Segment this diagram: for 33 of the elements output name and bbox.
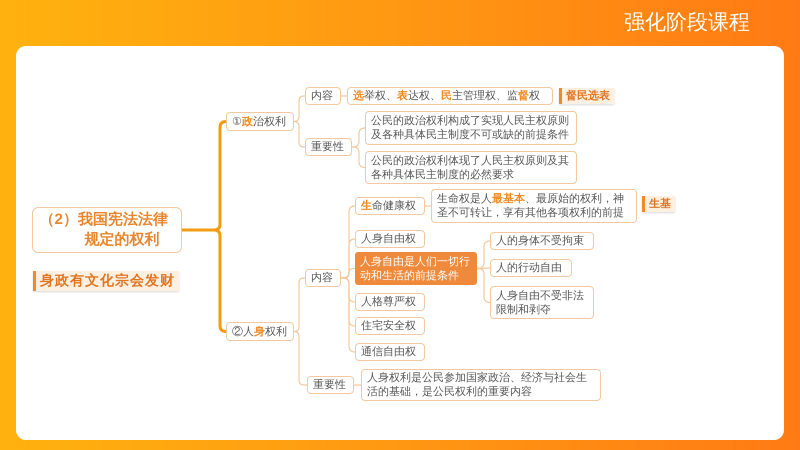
highlight-box: 人身自由是人们一切行动和生活的前提条件: [355, 252, 477, 285]
concept-box: 内容: [305, 269, 341, 287]
concept-box: 选举权、表达权、民主管理权、监督权: [347, 87, 553, 105]
concept-box: 内容: [305, 87, 341, 105]
branch-box: ②人身权利: [226, 322, 294, 341]
concept-box: 公民的政治权利体现了人民主权原则及其各种具体民主制度的必然要求: [365, 151, 577, 184]
connector-line: [351, 146, 366, 168]
concept-box: 人身自由权: [355, 230, 425, 248]
concept-box: 人身自由不受非法限制和剥夺: [490, 286, 594, 319]
connector-line: [293, 95, 306, 122]
concept-box: 人的身体不受拘束: [490, 232, 594, 250]
concept-box: 人的行动自由: [490, 259, 572, 277]
concept-box: 人格尊严权: [355, 293, 425, 311]
concept-box: 重要性: [305, 138, 352, 156]
connector-line: [293, 330, 308, 386]
main-branch-line: [180, 228, 228, 333]
topic-box: （2）我国宪法法律规定的权利: [32, 207, 182, 253]
concept-box: 生命权是人最基本、最原始的权利，神圣不可转让，享有其他各项权利的前提: [431, 189, 637, 223]
connector-line: [293, 120, 306, 148]
mnemonic-tag: 身政有文化宗会发财: [33, 271, 179, 291]
concept-box: 公民的政治权利构成了实现人民主权原则及各种具体民主制度不可或缺的前提条件: [365, 111, 577, 145]
header-title: 强化阶段课程: [624, 10, 750, 36]
mnemonic-tag: 督民选表: [559, 88, 614, 104]
mnemonic-tag: 生基: [642, 196, 675, 212]
connector-line: [476, 268, 491, 304]
branch-box: ①政治权利: [226, 112, 294, 131]
concept-box: 人身权利是公民参加国家政治、经济与社会生活的基础，是公民权利的重要内容: [361, 369, 601, 401]
connector-line: [340, 277, 356, 353]
concept-box: 重要性: [307, 376, 354, 394]
connector-line: [293, 277, 306, 332]
concept-box: 住宅安全权: [355, 317, 425, 335]
concept-box: 生命健康权: [355, 197, 425, 215]
concept-box: 通信自由权: [355, 343, 425, 361]
